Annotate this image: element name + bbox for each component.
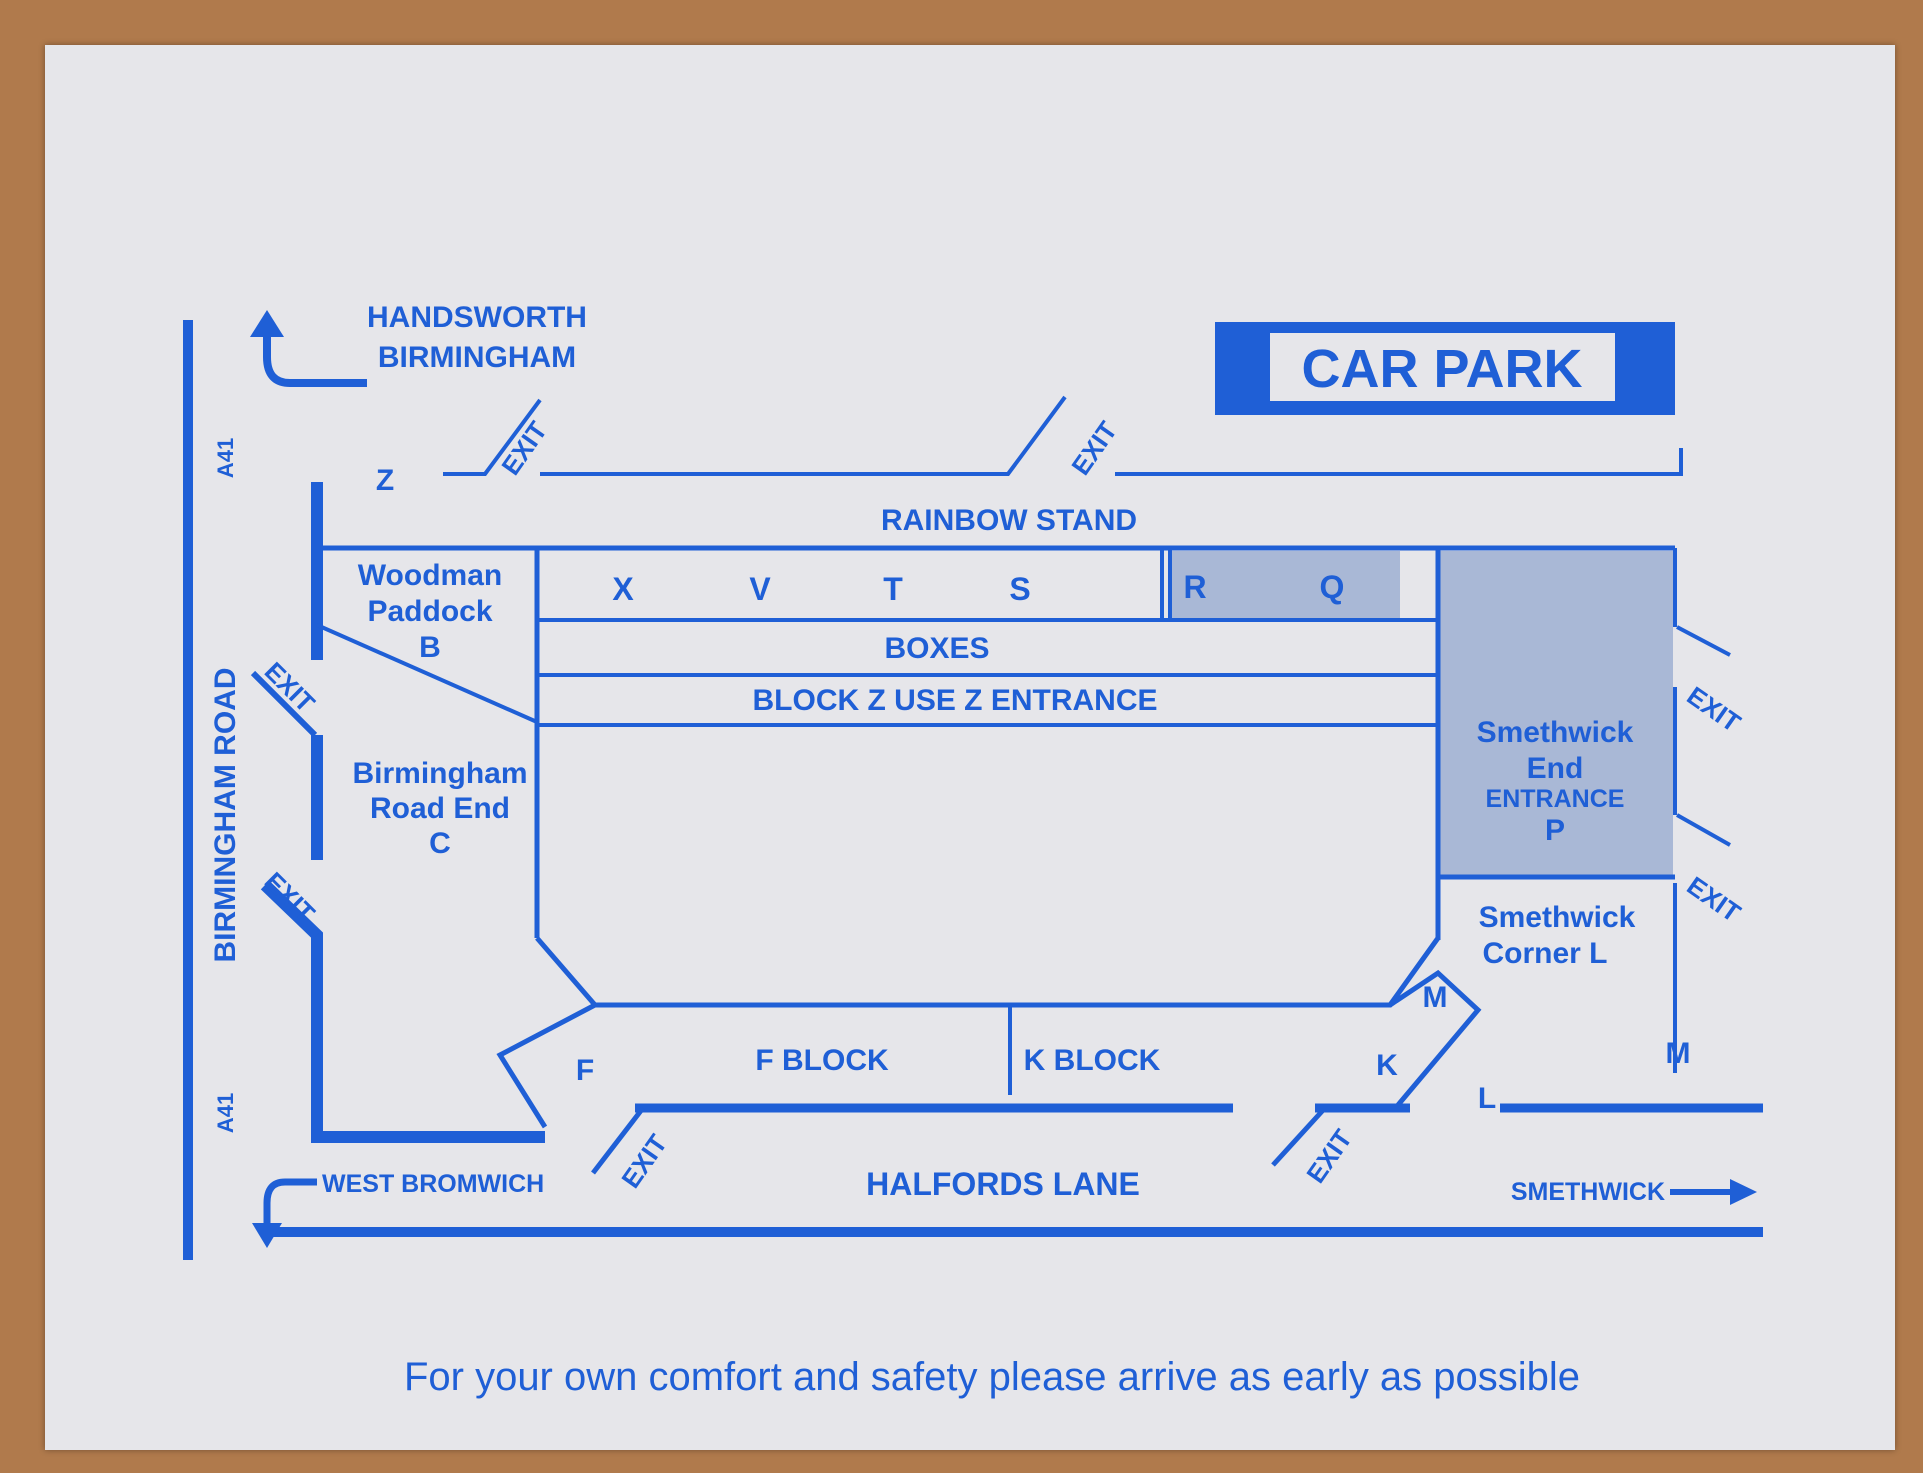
exit-bottom-left: EXIT xyxy=(615,1129,673,1194)
smethwick-corner-2: Corner L xyxy=(1482,937,1607,970)
top-boundary-2 xyxy=(540,395,1067,476)
lower-stand-top xyxy=(595,936,1441,1008)
f-corner xyxy=(496,936,599,1129)
brum-road-end-3: C xyxy=(429,827,451,860)
brum-road-end-1: Birmingham xyxy=(352,757,527,790)
block-t: T xyxy=(883,571,903,607)
z-marker: Z xyxy=(376,464,394,497)
smethwick-end-shading xyxy=(1438,551,1673,877)
smethwick-end-4: P xyxy=(1545,814,1565,847)
l-marker: L xyxy=(1478,1082,1496,1115)
birmingham-label: BIRMINGHAM xyxy=(378,341,576,374)
exit-bottom-right: EXIT xyxy=(1300,1124,1358,1189)
k-block-label: K BLOCK xyxy=(1024,1044,1161,1077)
rainbow-stand-label: RAINBOW STAND xyxy=(881,504,1137,537)
top-boundary-3 xyxy=(1115,448,1683,476)
paddock-diagonal xyxy=(316,623,538,724)
boxes-label: BOXES xyxy=(884,632,989,665)
k-marker: K xyxy=(1376,1049,1398,1082)
bottom-exit-slash-2 xyxy=(1271,1106,1327,1167)
f-block-label: F BLOCK xyxy=(755,1044,889,1077)
f-marker: F xyxy=(576,1054,594,1087)
m-marker-corner: M xyxy=(1423,981,1448,1014)
bottom-exit-slash-1 xyxy=(591,1106,645,1175)
rq-shading xyxy=(1170,551,1400,619)
car-park-label-bg xyxy=(1270,333,1615,401)
block-r: R xyxy=(1183,569,1206,605)
halfords-lane-label: HALFORDS LANE xyxy=(866,1166,1140,1202)
exit-left-lower: EXIT xyxy=(259,866,321,928)
block-q: Q xyxy=(1320,569,1345,605)
woodman-label-2: Paddock xyxy=(367,595,492,628)
block-s: S xyxy=(1009,571,1030,607)
car-park-label: CAR PARK xyxy=(1302,339,1583,399)
smethwick-end-1: Smethwick xyxy=(1477,716,1634,749)
west-bromwich-arrowhead-icon xyxy=(252,1223,282,1248)
a41-top-label: A41 xyxy=(213,438,238,478)
block-z-label: BLOCK Z USE Z ENTRANCE xyxy=(753,684,1158,717)
smethwick-end-2: End xyxy=(1527,752,1584,785)
right-exit-slash-2 xyxy=(1676,813,1731,847)
exit-top-right: EXIT xyxy=(1065,416,1123,481)
handsworth-label: HANDSWORTH xyxy=(367,301,587,334)
birmingham-road-label: BIRMINGHAM ROAD xyxy=(209,668,242,963)
smethwick-end-3: ENTRANCE xyxy=(1486,785,1625,813)
smethwick-label: SMETHWICK xyxy=(1511,1178,1665,1206)
smethwick-arrowhead-icon xyxy=(1730,1179,1757,1205)
left-exit-slash-2 xyxy=(264,882,320,938)
exit-right-lower: EXIT xyxy=(1682,870,1747,928)
brum-road-end-2: Road End xyxy=(370,792,510,825)
footer-note: For your own comfort and safety please a… xyxy=(404,1355,1580,1399)
exit-right-upper: EXIT xyxy=(1682,680,1747,738)
woodman-label-1: Woodman xyxy=(358,559,502,592)
block-v: V xyxy=(749,571,771,607)
right-exit-slash-1 xyxy=(1676,625,1731,657)
west-bromwich-label: WEST BROMWICH xyxy=(322,1170,544,1198)
handsworth-arrow-icon xyxy=(263,333,367,387)
woodman-label-3: B xyxy=(419,631,441,664)
m-corner xyxy=(1388,969,1482,1107)
block-x: X xyxy=(612,571,634,607)
left-exit-slash-1 xyxy=(250,670,318,738)
stadium-map: CAR PARK HANDSWORTH BIRMINGHAM A41 A41 B… xyxy=(183,301,1763,1399)
west-bromwich-arrow-icon xyxy=(263,1178,317,1227)
handsworth-arrowhead-icon xyxy=(250,310,284,337)
ticket: CAR PARK HANDSWORTH BIRMINGHAM A41 A41 B… xyxy=(45,45,1895,1450)
smethwick-corner-1: Smethwick xyxy=(1479,901,1636,934)
top-boundary xyxy=(443,398,542,476)
a41-bottom-label: A41 xyxy=(213,1093,238,1133)
m-marker-right: M xyxy=(1666,1037,1691,1070)
